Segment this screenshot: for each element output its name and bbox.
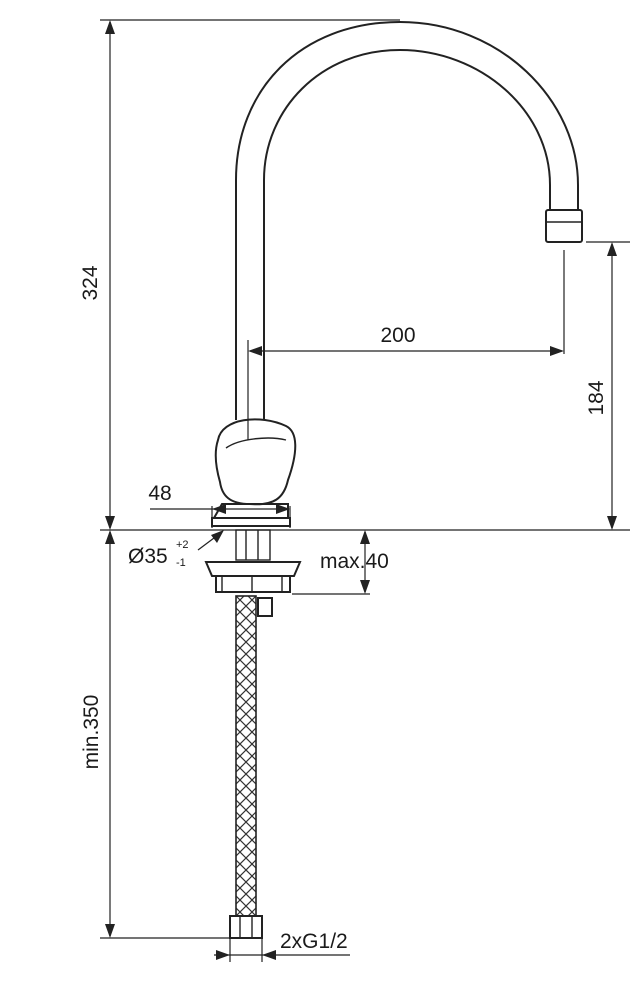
hole-tolerance-plus: +2: [176, 539, 189, 551]
spout-reach-label: 200: [380, 324, 415, 347]
connection-label: 2xG1/2: [280, 930, 348, 953]
escutcheon: [211, 517, 291, 527]
base-width-label: 48: [148, 482, 171, 505]
hole-tolerance-minus: -1: [176, 557, 186, 569]
aerator: [545, 209, 583, 243]
spout-outer: [235, 20, 579, 420]
fixing-plate: [204, 561, 302, 577]
dimension-lines: [105, 20, 617, 960]
hose-length-label: min.350: [80, 695, 103, 770]
braided-hose: [229, 595, 263, 939]
dimension-labels: 324 200 184 48 Ø35 +2 -1 max.40 min.350 …: [79, 265, 608, 953]
fixing-set: [204, 529, 302, 617]
hose-connector: [229, 915, 263, 939]
faucet-body: [211, 20, 583, 527]
extension-lines: [100, 19, 630, 962]
fixing-nut: [257, 597, 273, 617]
spout-inner: [263, 48, 551, 420]
handle: [214, 418, 297, 506]
hole-diameter-label: Ø35: [128, 545, 168, 568]
max-deck-label: max.40: [320, 550, 389, 573]
outlet-height-label: 184: [585, 380, 608, 415]
spout-height-label: 324: [79, 265, 102, 300]
